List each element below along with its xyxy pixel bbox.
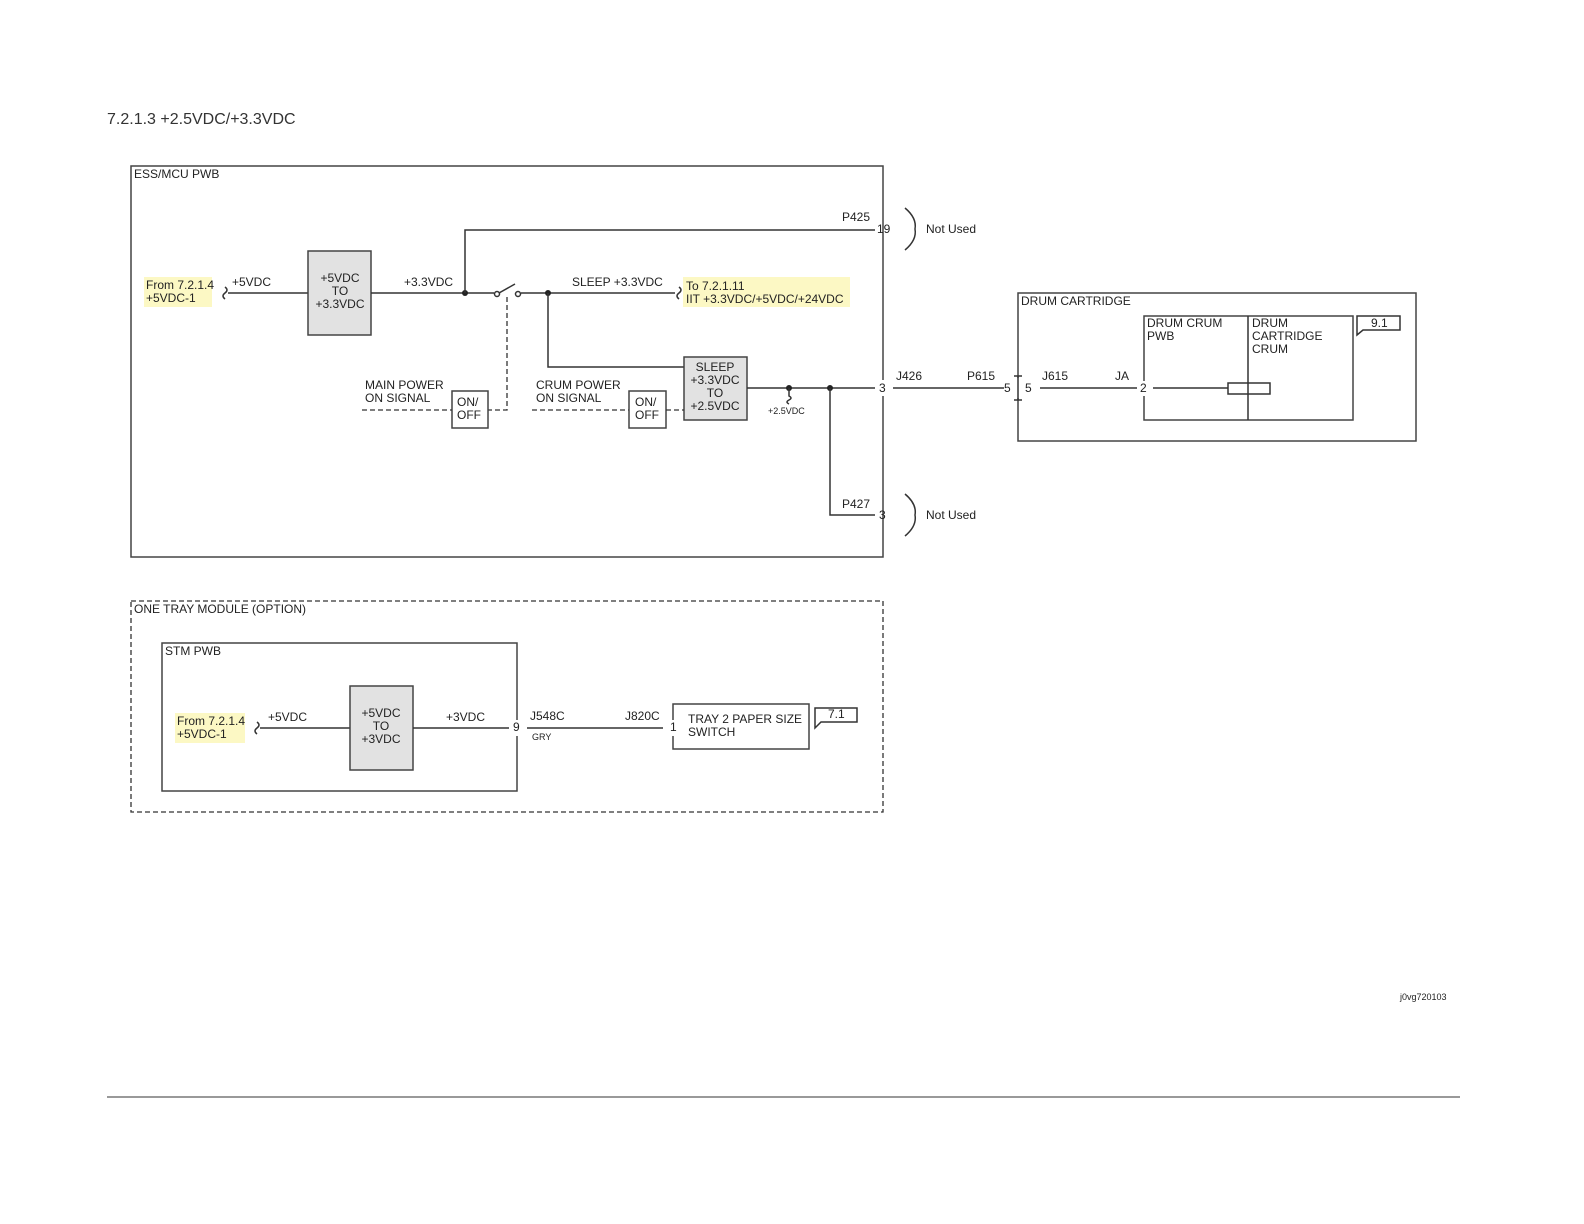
out-voltage: +3.3VDC <box>404 275 453 289</box>
onoff-text: OFF <box>457 408 481 422</box>
crum-label: DRUM <box>1252 316 1288 330</box>
onoff-box <box>451 390 489 429</box>
crum-label: CRUM <box>1252 342 1288 356</box>
converter-text: TO <box>373 719 389 733</box>
converter-text: +3VDC <box>361 732 400 746</box>
brace-icon <box>904 493 917 537</box>
main-power-label: MAIN POWER <box>365 378 444 392</box>
callout-icon <box>1356 315 1401 337</box>
stm-label: STM PWB <box>165 644 221 658</box>
connector-icon <box>1014 375 1022 401</box>
ja-pin: 2 <box>1140 381 1147 395</box>
pin-right: 5 <box>1025 381 1032 395</box>
converter-box <box>307 250 372 336</box>
switch-contact <box>514 290 522 298</box>
p427-pin: 3 <box>879 508 886 522</box>
tray-box <box>130 600 884 813</box>
j820c-label: J820C <box>625 709 660 723</box>
from-signal: +5VDC-1 <box>177 727 227 741</box>
squiggle-icon <box>222 286 228 300</box>
switch-label: TRAY 2 PAPER SIZE <box>688 712 802 726</box>
pin-left: 5 <box>1004 381 1011 395</box>
not-used-label: Not Used <box>926 222 976 236</box>
from-signal: +5VDC-1 <box>146 291 196 305</box>
page-title: 7.2.1.3 +2.5VDC/+3.3VDC <box>107 111 296 128</box>
switch-contact <box>493 290 501 298</box>
converter-box <box>349 685 414 771</box>
highlight <box>175 713 245 743</box>
from-ref: From 7.2.1.4 <box>177 714 245 728</box>
crum-label: CARTRIDGE <box>1252 329 1322 343</box>
sleep-label: SLEEP +3.3VDC <box>572 275 663 289</box>
figure-code: j0vg720103 <box>1399 992 1447 1002</box>
onoff-text: ON/ <box>635 395 657 409</box>
to-signal: IIT +3.3VDC/+5VDC/+24VDC <box>686 292 844 306</box>
switch-icon <box>498 283 516 294</box>
brace-icon <box>904 207 917 251</box>
crum-chip <box>1227 382 1271 395</box>
not-used-label: Not Used <box>926 508 976 522</box>
p427-label: P427 <box>842 497 870 511</box>
converter-text: SLEEP <box>696 360 735 374</box>
squiggle-icon <box>254 721 260 735</box>
ja-label: JA <box>1115 369 1129 383</box>
drum-cartridge: DRUM CARTRIDGE 5 5 J615 JA 2 DRUM CRUM P… <box>1004 292 1417 442</box>
j548c-label: J548C <box>530 709 565 723</box>
sleep-converter-box <box>683 356 748 421</box>
p425-label: P425 <box>842 210 870 224</box>
ref-callout[interactable]: 9.1 <box>1371 316 1388 330</box>
j426-label: J426 <box>896 369 922 383</box>
converter-text: +5VDC <box>361 706 400 720</box>
converter-text: TO <box>707 386 723 400</box>
drum-label: DRUM CARTRIDGE <box>1021 294 1131 308</box>
converter-text: TO <box>332 284 348 298</box>
converter-text: +3.3VDC <box>690 373 739 387</box>
one-tray-module: ONE TRAY MODULE (OPTION) STM PWB From 7.… <box>130 600 884 813</box>
in-voltage: +5VDC <box>232 275 271 289</box>
ref-callout[interactable]: 7.1 <box>828 707 845 721</box>
switch-box <box>672 703 810 750</box>
main-power-label: ON SIGNAL <box>365 391 431 405</box>
onoff-text: OFF <box>635 408 659 422</box>
callout-icon <box>814 707 858 730</box>
squiggle-icon <box>786 388 792 405</box>
to-ref: To 7.2.1.11 <box>686 279 745 293</box>
highlight <box>144 277 212 307</box>
ess-mcu-pwb: ESS/MCU PWB From 7.2.1.4 +5VDC-1 +5VDC +… <box>130 165 976 558</box>
ess-label: ESS/MCU PWB <box>134 167 219 181</box>
pin-9: 9 <box>513 720 520 734</box>
j426-pin: 3 <box>879 381 886 395</box>
pwb-label: DRUM CRUM <box>1147 316 1222 330</box>
p425-pin: 19 <box>877 222 891 236</box>
out-voltage: +3VDC <box>446 710 485 724</box>
pin-1: 1 <box>670 720 677 734</box>
crum-power-label: ON SIGNAL <box>536 391 602 405</box>
converter-text: +5VDC <box>320 271 359 285</box>
crum-power-label: CRUM POWER <box>536 378 621 392</box>
in-voltage: +5VDC <box>268 710 307 724</box>
highlight <box>683 277 850 307</box>
from-ref: From 7.2.1.4 <box>146 278 214 292</box>
pwb-label: PWB <box>1147 329 1174 343</box>
tray-label: ONE TRAY MODULE (OPTION) <box>134 602 306 616</box>
wire-color: GRY <box>532 732 551 742</box>
switch-label: SWITCH <box>688 725 735 739</box>
v25-label: +2.5VDC <box>768 406 805 416</box>
converter-text: +3.3VDC <box>315 297 364 311</box>
onoff-box <box>628 390 667 429</box>
j615-label: J615 <box>1042 369 1068 383</box>
converter-text: +2.5VDC <box>690 399 739 413</box>
squiggle-icon <box>676 286 682 300</box>
onoff-text: ON/ <box>457 395 479 409</box>
p615-label: P615 <box>967 369 995 383</box>
